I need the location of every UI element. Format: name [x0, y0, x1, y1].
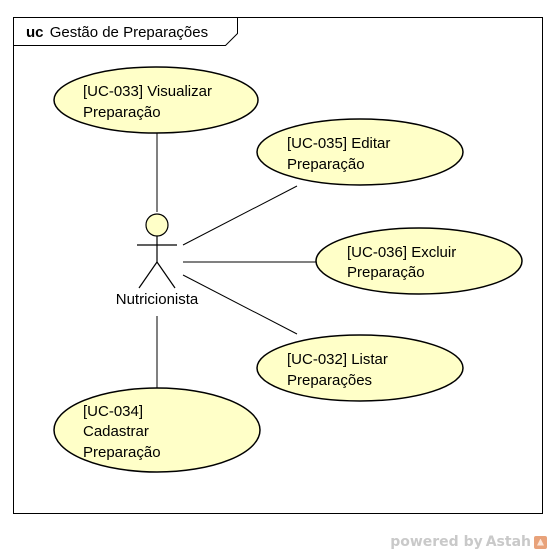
use-case-uc033[interactable]: [UC-033] Visualizar Preparação [53, 66, 259, 134]
use-case-label: [UC-036] Excluir [347, 244, 456, 261]
use-case-label: [UC-035] Editar [287, 135, 390, 152]
frame-keyword: uc [26, 24, 44, 41]
use-case-label: Preparação [83, 104, 161, 121]
use-case-label: Preparação [287, 156, 365, 173]
frame-label: uc Gestão de Preparações [26, 24, 208, 41]
use-case-uc035[interactable]: [UC-035] Editar Preparação [256, 118, 464, 186]
actor-head [145, 213, 169, 237]
actor-right-leg [156, 261, 176, 289]
use-case-label: Cadastrar [83, 423, 149, 440]
actor-label: Nutricionista [116, 291, 199, 308]
use-case-uc032[interactable]: [UC-032] Listar Preparações [256, 334, 464, 402]
astah-logo-icon [534, 535, 547, 549]
use-case-label: Preparações [287, 372, 372, 389]
actor-nutricionista[interactable]: Nutricionista [116, 213, 199, 308]
use-case-label: [UC-032] Listar [287, 351, 388, 368]
watermark-brand: Astah [485, 534, 531, 550]
use-case-uc034[interactable]: [UC-034] Cadastrar Preparação [53, 387, 261, 473]
use-case-label: Preparação [347, 264, 425, 281]
association-uc035[interactable] [182, 185, 298, 246]
use-case-uc036[interactable]: [UC-036] Excluir Preparação [315, 227, 523, 295]
use-case-label: [UC-033] Visualizar [83, 83, 212, 100]
actor-left-leg [138, 261, 158, 289]
frame-title: Gestão de Preparações [50, 24, 208, 41]
association-uc032[interactable] [182, 274, 298, 335]
watermark-prefix: powered by [390, 534, 483, 550]
powered-by-watermark: powered by Astah [390, 534, 547, 550]
use-case-label: Preparação [83, 444, 161, 461]
use-case-label: [UC-034] [83, 403, 143, 420]
frame-label-tab [13, 17, 238, 46]
